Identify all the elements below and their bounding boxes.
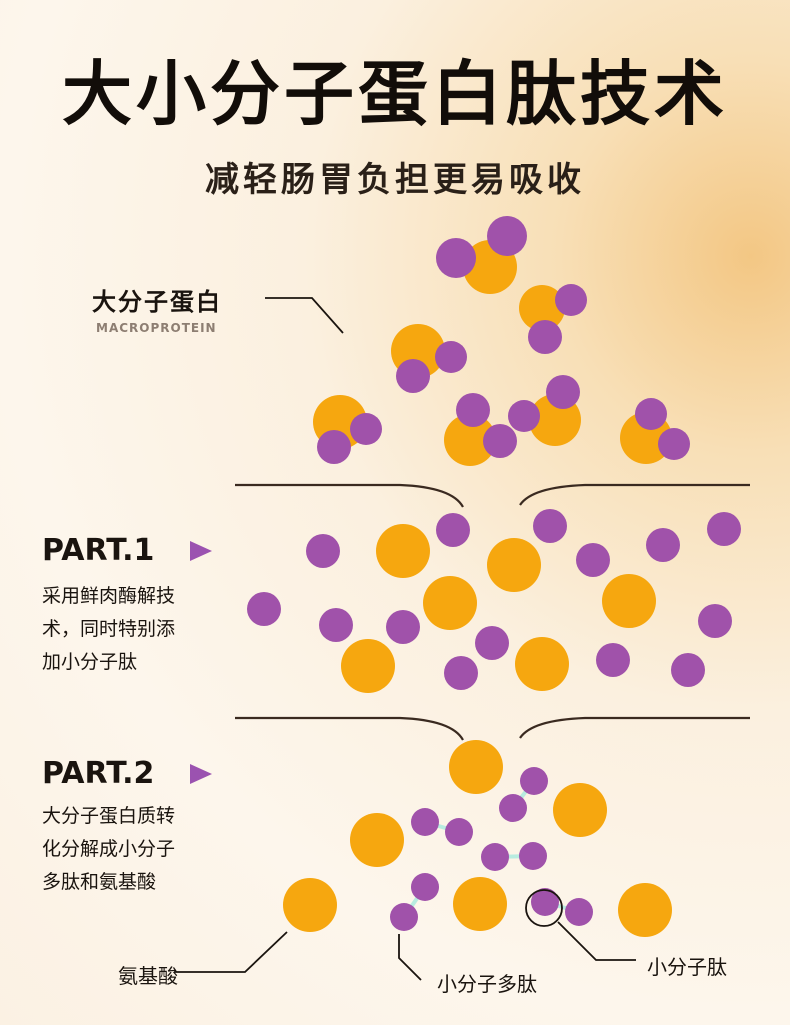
orange-molecule bbox=[423, 576, 477, 630]
purple-molecule bbox=[576, 543, 610, 577]
purple-molecule bbox=[247, 592, 281, 626]
macroprotein-cluster bbox=[508, 375, 581, 446]
purple-molecule bbox=[565, 898, 593, 926]
orange-molecule bbox=[350, 813, 404, 867]
purple-molecule bbox=[499, 794, 527, 822]
macroprotein-cluster bbox=[444, 393, 517, 466]
purple-molecule bbox=[411, 873, 439, 901]
purple-molecule bbox=[390, 903, 418, 931]
macroprotein-cluster bbox=[620, 398, 690, 464]
purple-molecule bbox=[520, 767, 548, 795]
divider-line bbox=[520, 718, 750, 738]
purple-molecule bbox=[445, 818, 473, 846]
divider-line bbox=[235, 718, 463, 740]
purple-molecule bbox=[596, 643, 630, 677]
macroprotein-cluster bbox=[313, 395, 382, 464]
purple-molecule bbox=[707, 512, 741, 546]
orange-molecule bbox=[602, 574, 656, 628]
purple-molecule bbox=[698, 604, 732, 638]
purple-molecule bbox=[436, 238, 476, 278]
purple-molecule bbox=[350, 413, 382, 445]
purple-molecule bbox=[646, 528, 680, 562]
orange-molecule bbox=[487, 538, 541, 592]
orange-molecule bbox=[283, 878, 337, 932]
amino-acid-callout-line bbox=[174, 932, 287, 972]
macroprotein-callout-line bbox=[265, 298, 343, 333]
orange-molecule bbox=[618, 883, 672, 937]
purple-molecule bbox=[528, 320, 562, 354]
purple-molecule bbox=[435, 341, 467, 373]
polypeptide-callout-line bbox=[399, 934, 421, 980]
orange-molecule bbox=[449, 740, 503, 794]
purple-molecule bbox=[671, 653, 705, 687]
purple-molecule bbox=[386, 610, 420, 644]
purple-molecule bbox=[475, 626, 509, 660]
purple-molecule bbox=[658, 428, 690, 460]
purple-molecule bbox=[483, 424, 517, 458]
macroprotein-cluster bbox=[436, 216, 527, 294]
part2-molecules bbox=[283, 740, 672, 937]
macroprotein-cluster bbox=[519, 284, 587, 354]
purple-molecule bbox=[519, 842, 547, 870]
purple-molecule bbox=[555, 284, 587, 316]
orange-molecule bbox=[341, 639, 395, 693]
purple-molecule bbox=[635, 398, 667, 430]
orange-molecule bbox=[515, 637, 569, 691]
purple-molecule bbox=[444, 656, 478, 690]
purple-molecule bbox=[396, 359, 430, 393]
purple-molecule bbox=[306, 534, 340, 568]
divider-line bbox=[520, 485, 750, 505]
orange-molecule bbox=[553, 783, 607, 837]
divider-line bbox=[235, 485, 463, 507]
purple-molecule bbox=[456, 393, 490, 427]
orange-molecule bbox=[376, 524, 430, 578]
purple-molecule bbox=[319, 608, 353, 642]
purple-molecule bbox=[436, 513, 470, 547]
peptide-callout-line bbox=[558, 922, 636, 960]
purple-molecule bbox=[533, 509, 567, 543]
orange-molecule bbox=[453, 877, 507, 931]
purple-molecule bbox=[411, 808, 439, 836]
purple-molecule bbox=[317, 430, 351, 464]
purple-molecule bbox=[546, 375, 580, 409]
macroprotein-cluster bbox=[391, 324, 467, 393]
purple-molecule bbox=[508, 400, 540, 432]
purple-molecule bbox=[481, 843, 509, 871]
part1-molecules bbox=[247, 509, 741, 693]
purple-molecule bbox=[487, 216, 527, 256]
